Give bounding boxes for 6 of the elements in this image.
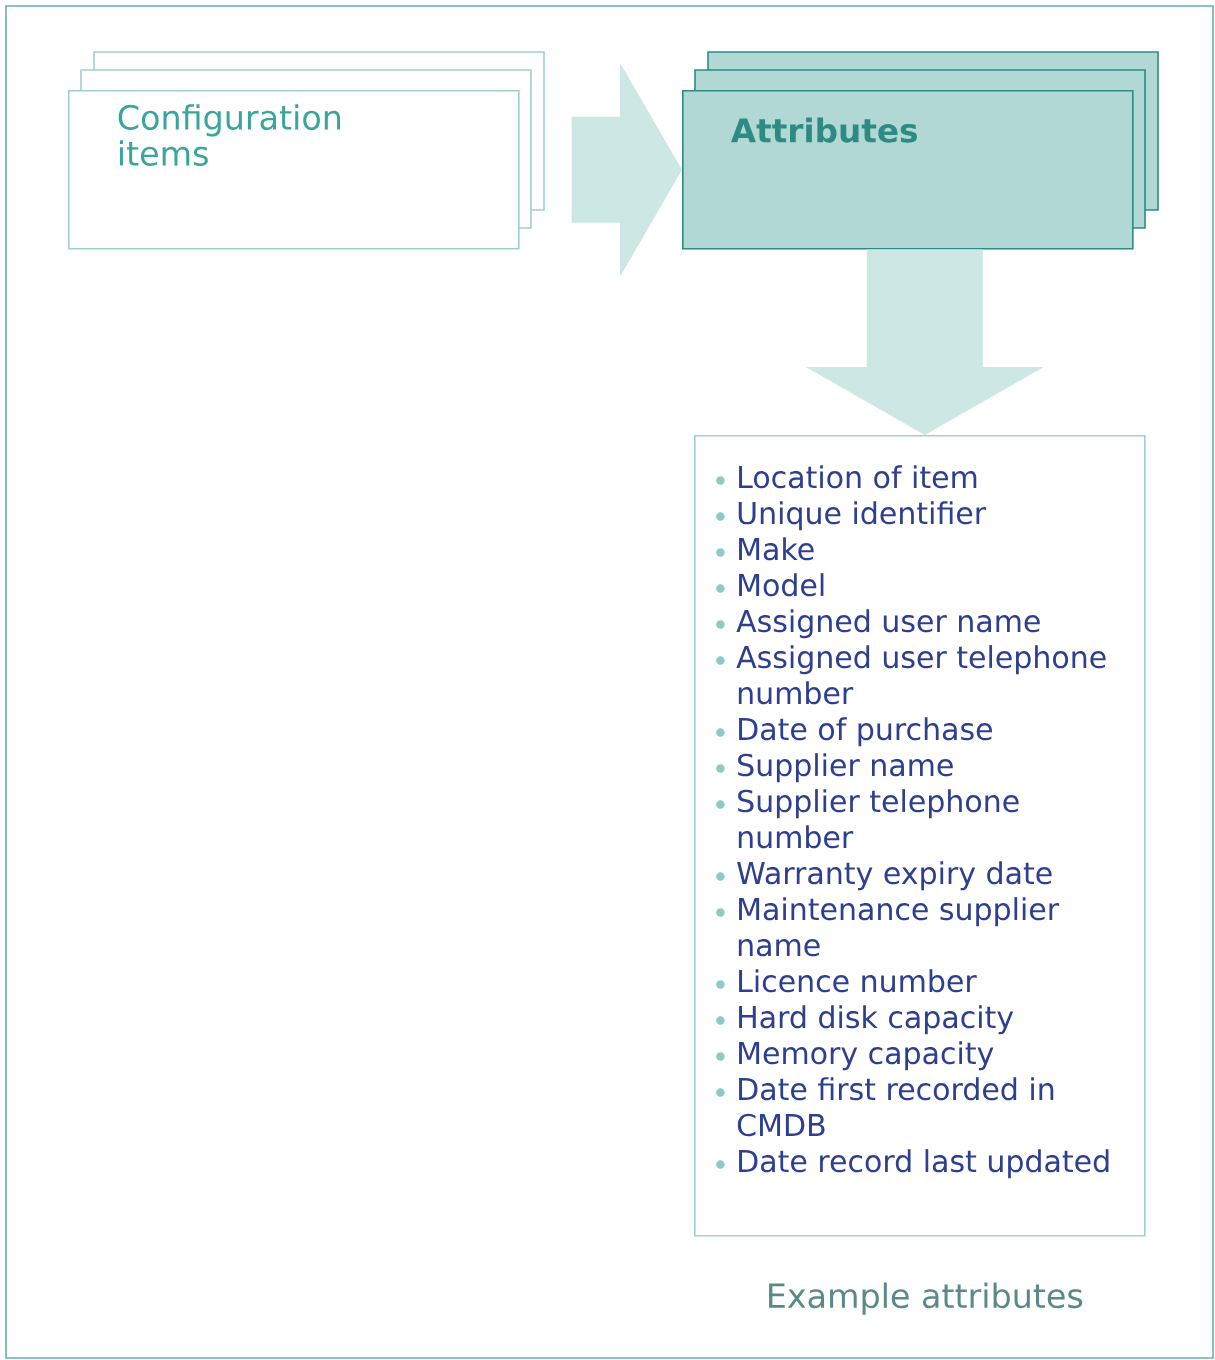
box-label: Example attributes bbox=[769, 1282, 1083, 1315]
block-arrow bbox=[805, 249, 1044, 435]
block-arrow bbox=[571, 62, 682, 277]
list-box: Location of item Unique identifier Make Model Assigned user name Assigned user telephone number Date of purchase Supplier name Supplier telephone number Warranty expiry date Maintenance supplier name Licence number Hard disk capacity Memory capacity Date first recorded in CMDB Date record last updated bbox=[694, 435, 1146, 1237]
stacked-card: Attributes bbox=[682, 51, 1159, 250]
stacked-card: Configuration items bbox=[68, 51, 545, 250]
